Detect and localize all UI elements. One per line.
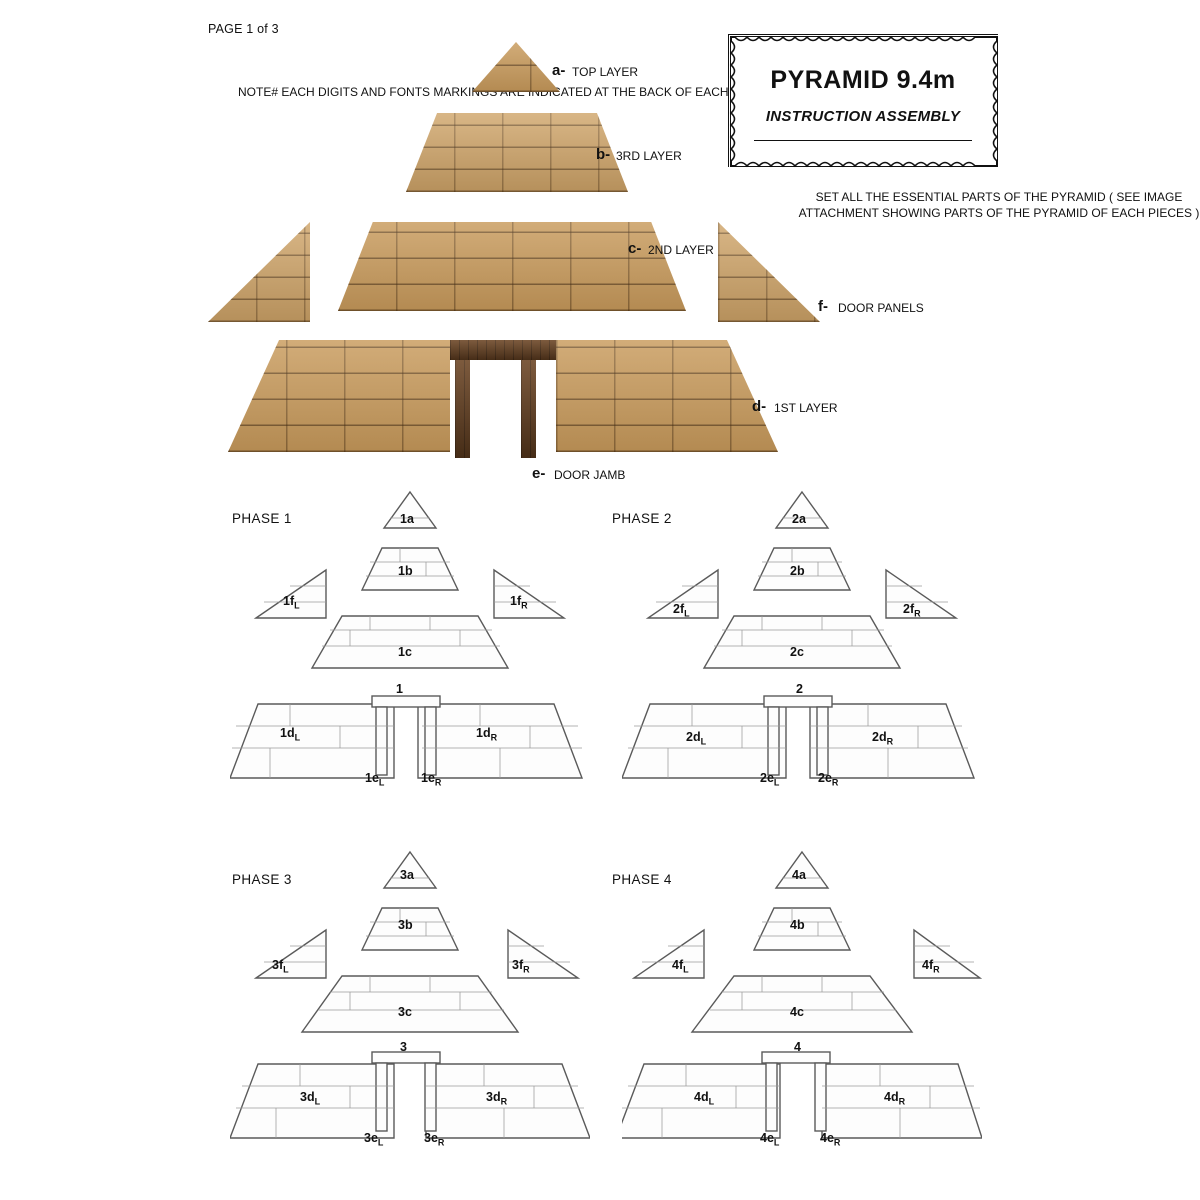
phase-2-label-first-left: 2dL bbox=[686, 730, 707, 747]
phase-1-label-panel-left: 1fL bbox=[283, 594, 300, 611]
part-f-name: DOOR PANELS bbox=[838, 301, 924, 315]
part-e-letter: e- bbox=[532, 465, 546, 482]
page-label: PAGE 1 of 3 bbox=[208, 22, 279, 36]
phase-4-label-first-right: 4dR bbox=[884, 1090, 906, 1107]
set-parts-note: SET ALL THE ESSENTIAL PARTS OF THE PYRAM… bbox=[798, 190, 1200, 220]
part-a-top-layer bbox=[472, 42, 560, 92]
part-d-name: 1ST LAYER bbox=[774, 401, 838, 415]
phase-3-label-first-left: 3dL bbox=[300, 1090, 321, 1107]
phase-4-label-second: 4c bbox=[790, 1005, 804, 1019]
part-e-door-lintel bbox=[450, 340, 556, 360]
stamp-perforation-border bbox=[729, 35, 999, 168]
part-d-first-layer-right bbox=[556, 340, 778, 452]
phase-3-label-jamb-left: 3eL bbox=[364, 1131, 384, 1148]
phase-3-label-second: 3c bbox=[398, 1005, 412, 1019]
phase-4-label-panel-left: 4fL bbox=[672, 958, 689, 975]
title-stamp-box: PYRAMID 9.4m INSTRUCTION ASSEMBLY bbox=[728, 34, 999, 168]
stamp-title: PYRAMID 9.4m bbox=[770, 66, 956, 94]
phase-4-diagram bbox=[622, 850, 982, 1160]
part-e-door-jamb-left bbox=[455, 360, 470, 458]
part-a-name: TOP LAYER bbox=[572, 65, 639, 79]
phase-3-label-third: 3b bbox=[398, 918, 413, 932]
phase-2-diagram bbox=[622, 490, 982, 800]
part-c-second-layer bbox=[338, 222, 686, 311]
part-e-name: DOOR JAMB bbox=[554, 468, 626, 482]
phase-4-label-jamb-left: 4eL bbox=[760, 1131, 780, 1148]
phase-1-label-lintel: 1 bbox=[396, 682, 403, 696]
stamp-divider bbox=[754, 140, 972, 141]
phase-4-label-first-left: 4dL bbox=[694, 1090, 715, 1107]
phase-3-label-jamb-right: 3eR bbox=[424, 1131, 445, 1148]
phase-4-label-third: 4b bbox=[790, 918, 805, 932]
part-f-door-panel-right bbox=[718, 222, 820, 322]
phase-2-label-jamb-right: 2eR bbox=[818, 771, 839, 788]
part-f-letter: f- bbox=[818, 298, 828, 315]
phase-2-label-jamb-left: 2eL bbox=[760, 771, 780, 788]
phase-1-label-panel-right: 1fR bbox=[510, 594, 528, 611]
phase-3-label-lintel: 3 bbox=[400, 1040, 407, 1054]
part-e-door-jamb-right bbox=[521, 360, 536, 458]
phase-2-title: PHASE 2 bbox=[612, 511, 672, 526]
phase-3-label-panel-left: 3fL bbox=[272, 958, 289, 975]
phase-1-label-top: 1a bbox=[400, 512, 414, 526]
part-c-name: 2ND LAYER bbox=[648, 243, 714, 257]
phase-3-diagram bbox=[230, 850, 590, 1160]
part-c-letter: c- bbox=[628, 240, 642, 257]
phase-2-label-first-right: 2dR bbox=[872, 730, 894, 747]
phase-1-label-jamb-left: 1eL bbox=[365, 771, 385, 788]
part-a-letter: a- bbox=[552, 62, 566, 79]
phase-2-label-lintel: 2 bbox=[796, 682, 803, 696]
part-d-first-layer-left bbox=[228, 340, 450, 452]
phase-2-label-third: 2b bbox=[790, 564, 805, 578]
phase-2-label-top: 2a bbox=[792, 512, 806, 526]
phase-4-label-top: 4a bbox=[792, 868, 806, 882]
phase-1-label-second: 1c bbox=[398, 645, 412, 659]
phase-4-label-panel-right: 4fR bbox=[922, 958, 940, 975]
phase-4-label-lintel: 4 bbox=[794, 1040, 801, 1054]
phase-2-label-panel-right: 2fR bbox=[903, 602, 921, 619]
part-f-door-panel-left bbox=[208, 222, 310, 322]
phase-1-label-first-right: 1dR bbox=[476, 726, 498, 743]
phase-3-label-first-right: 3dR bbox=[486, 1090, 508, 1107]
phase-1-label-third: 1b bbox=[398, 564, 413, 578]
phase-3-title: PHASE 3 bbox=[232, 872, 292, 887]
part-b-letter: b- bbox=[596, 146, 611, 163]
phase-3-label-top: 3a bbox=[400, 868, 414, 882]
phase-2-label-panel-left: 2fL bbox=[673, 602, 690, 619]
note-block: NOTE# EACH DIGITS AND FONTS MARKINGS ARE… bbox=[238, 85, 780, 99]
part-b-name: 3RD LAYER bbox=[616, 149, 682, 163]
part-d-letter: d- bbox=[752, 398, 767, 415]
phase-1-label-jamb-right: 1eR bbox=[421, 771, 442, 788]
phase-1-diagram bbox=[230, 490, 590, 800]
phase-1-title: PHASE 1 bbox=[232, 511, 292, 526]
phase-4-label-jamb-right: 4eR bbox=[820, 1131, 841, 1148]
part-b-third-layer bbox=[406, 113, 628, 192]
phase-3-label-panel-right: 3fR bbox=[512, 958, 530, 975]
phase-4-title: PHASE 4 bbox=[612, 872, 672, 887]
stamp-subtitle: INSTRUCTION ASSEMBLY bbox=[765, 108, 961, 125]
phase-2-label-second: 2c bbox=[790, 645, 804, 659]
phase-1-label-first-left: 1dL bbox=[280, 726, 301, 743]
